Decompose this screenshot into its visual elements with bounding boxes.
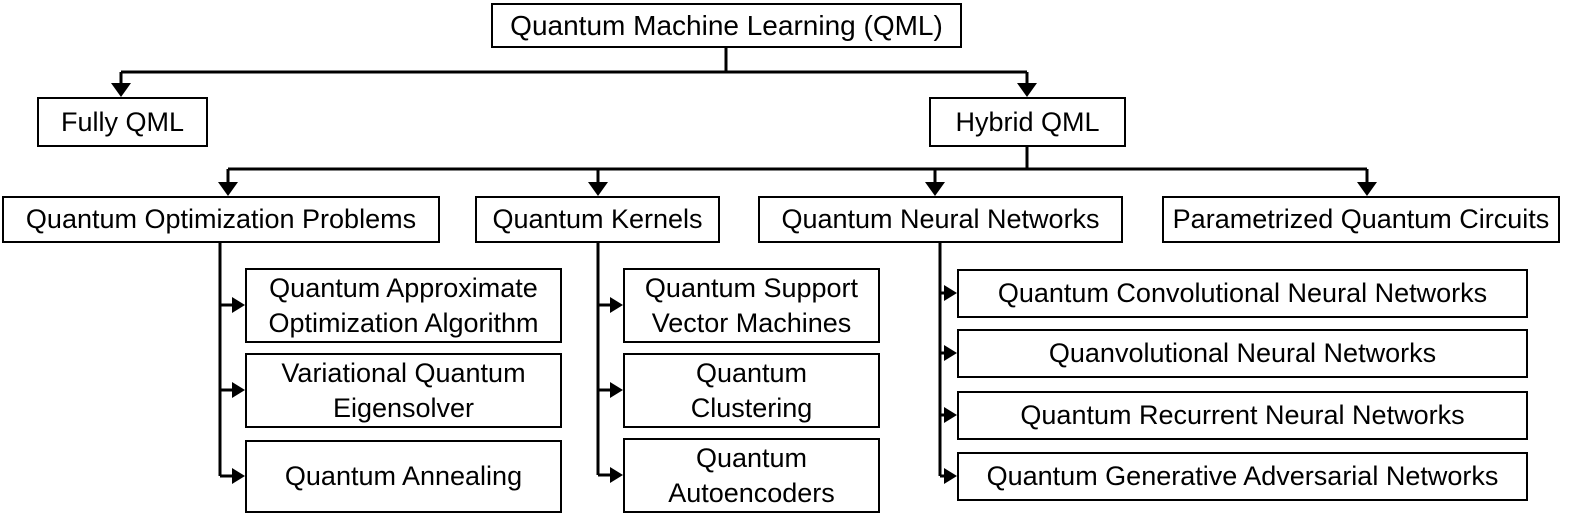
node-quantum-recurrent-neural-networks: Quantum Recurrent Neural Networks xyxy=(957,391,1528,440)
arrow-right-icon xyxy=(232,297,245,313)
node-label: Quantum Convolutional Neural Networks xyxy=(997,278,1488,309)
node-label: Quanvolutional Neural Networks xyxy=(1048,338,1437,369)
arrow-down-icon xyxy=(111,83,131,97)
arrow-down-icon xyxy=(218,182,238,196)
node-quantum-generative-adversarial-networks: Quantum Generative Adversarial Networks xyxy=(957,452,1528,501)
node-label: Quantum Clustering xyxy=(690,357,813,423)
node-quantum-convolutional-neural-networks: Quantum Convolutional Neural Networks xyxy=(957,269,1528,318)
node-label: Quantum Approximate Optimization Algorit… xyxy=(268,272,539,338)
node-variational-quantum-eigensolver: Variational Quantum Eigensolver xyxy=(245,353,562,428)
node-label: Quantum Optimization Problems xyxy=(25,204,417,235)
arrow-right-icon xyxy=(610,467,623,483)
node-label: Parametrized Quantum Circuits xyxy=(1172,204,1550,235)
arrow-right-icon xyxy=(610,297,623,313)
node-label: Quantum Kernels xyxy=(492,204,703,235)
node-quantum-annealing: Quantum Annealing xyxy=(245,440,562,513)
node-quantum-kernels: Quantum Kernels xyxy=(475,196,720,243)
arrow-right-icon xyxy=(944,345,957,361)
node-quantum-machine-learning: Quantum Machine Learning (QML) xyxy=(491,3,962,48)
arrow-right-icon xyxy=(610,382,623,398)
node-hybrid-qml: Hybrid QML xyxy=(929,97,1126,147)
arrow-down-icon xyxy=(1357,182,1377,196)
node-label: Quantum Recurrent Neural Networks xyxy=(1020,400,1465,431)
node-quantum-approximate-optimization-algorithm: Quantum Approximate Optimization Algorit… xyxy=(245,268,562,343)
arrow-right-icon xyxy=(944,468,957,484)
arrow-right-icon xyxy=(944,285,957,301)
node-label: Quantum Generative Adversarial Networks xyxy=(986,461,1499,492)
connector-neural-children xyxy=(938,243,957,484)
node-quantum-autoencoders: Quantum Autoencoders xyxy=(623,438,880,513)
node-quantum-optimization-problems: Quantum Optimization Problems xyxy=(2,196,440,243)
node-parametrized-quantum-circuits: Parametrized Quantum Circuits xyxy=(1162,196,1560,243)
node-label: Hybrid QML xyxy=(955,106,1100,137)
arrow-right-icon xyxy=(232,468,245,484)
node-fully-qml: Fully QML xyxy=(37,97,208,147)
node-label: Quantum Autoencoders xyxy=(668,442,835,508)
node-quanvolutional-neural-networks: Quanvolutional Neural Networks xyxy=(957,329,1528,378)
arrow-down-icon xyxy=(1017,83,1037,97)
node-label: Fully QML xyxy=(60,106,185,137)
node-quantum-neural-networks: Quantum Neural Networks xyxy=(758,196,1123,243)
connector-root-to-level1 xyxy=(111,48,1037,97)
arrow-right-icon xyxy=(944,407,957,423)
node-quantum-clustering: Quantum Clustering xyxy=(623,353,880,428)
node-label: Quantum Support Vector Machines xyxy=(644,272,859,338)
arrow-right-icon xyxy=(232,382,245,398)
connector-kernels-children xyxy=(596,243,623,483)
node-label: Variational Quantum Eigensolver xyxy=(281,357,526,423)
node-quantum-support-vector-machines: Quantum Support Vector Machines xyxy=(623,268,880,343)
connector-hybrid-to-level2 xyxy=(218,147,1377,196)
node-label: Quantum Machine Learning (QML) xyxy=(510,9,943,41)
node-label: Quantum Neural Networks xyxy=(781,204,1100,235)
connector-optimization-children xyxy=(218,243,245,484)
arrow-down-icon xyxy=(925,182,945,196)
arrow-down-icon xyxy=(588,182,608,196)
node-label: Quantum Annealing xyxy=(284,461,523,492)
